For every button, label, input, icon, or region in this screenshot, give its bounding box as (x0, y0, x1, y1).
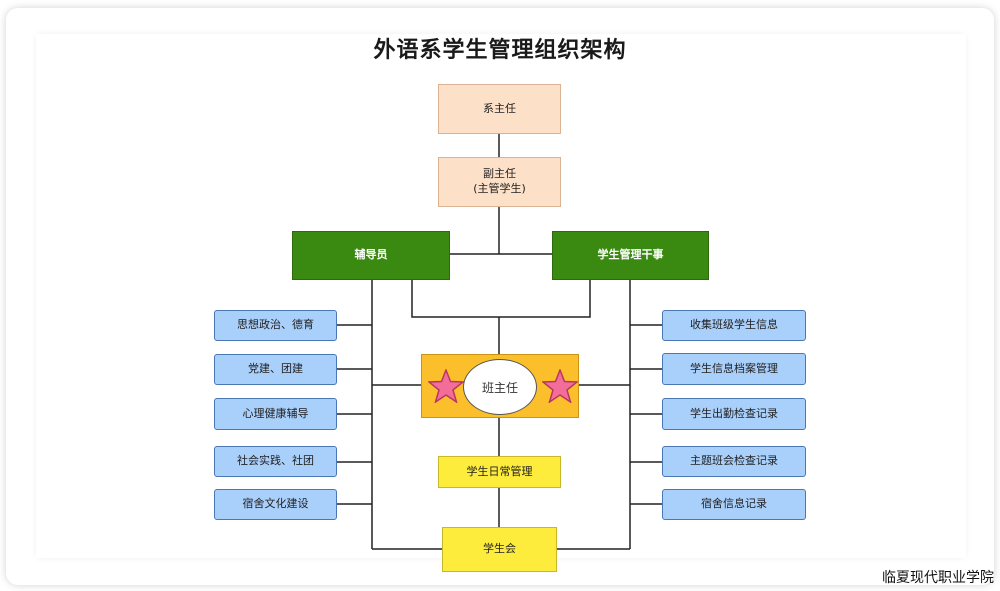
deputy-director-title: 副主任 (483, 167, 516, 181)
daily-management-box: 学生日常管理 (438, 456, 561, 488)
right-item-collect-info: 收集班级学生信息 (662, 310, 806, 341)
right-item-attendance: 学生出勤检查记录 (662, 398, 806, 430)
diagram-title: 外语系学生管理组织架构 (373, 38, 627, 63)
star-icon-left (428, 369, 464, 403)
left-item-party-league: 党建、团建 (214, 354, 337, 385)
right-item-class-meeting: 主题班会检查记录 (662, 446, 806, 477)
class-teacher-label: 班主任 (463, 359, 537, 415)
student-union-box: 学生会 (442, 527, 557, 572)
deputy-director-box: 副主任 (主管学生) (438, 157, 561, 207)
counselor-box: 辅导员 (292, 231, 450, 280)
left-item-ideology: 思想政治、德育 (214, 310, 337, 341)
right-item-dorm-info: 宿舍信息记录 (662, 489, 806, 520)
right-item-archive-mgmt: 学生信息档案管理 (662, 353, 806, 385)
star-icon-right (542, 369, 578, 403)
institution-name: 临夏现代职业学院 (882, 570, 994, 586)
affairs-officer-box: 学生管理干事 (552, 231, 709, 280)
deputy-director-subtitle: (主管学生) (473, 182, 526, 195)
left-item-social-practice: 社会实践、社团 (214, 446, 337, 477)
left-item-dorm-culture: 宿舍文化建设 (214, 489, 337, 520)
left-item-mental-health: 心理健康辅导 (214, 398, 337, 430)
director-box: 系主任 (438, 84, 561, 134)
